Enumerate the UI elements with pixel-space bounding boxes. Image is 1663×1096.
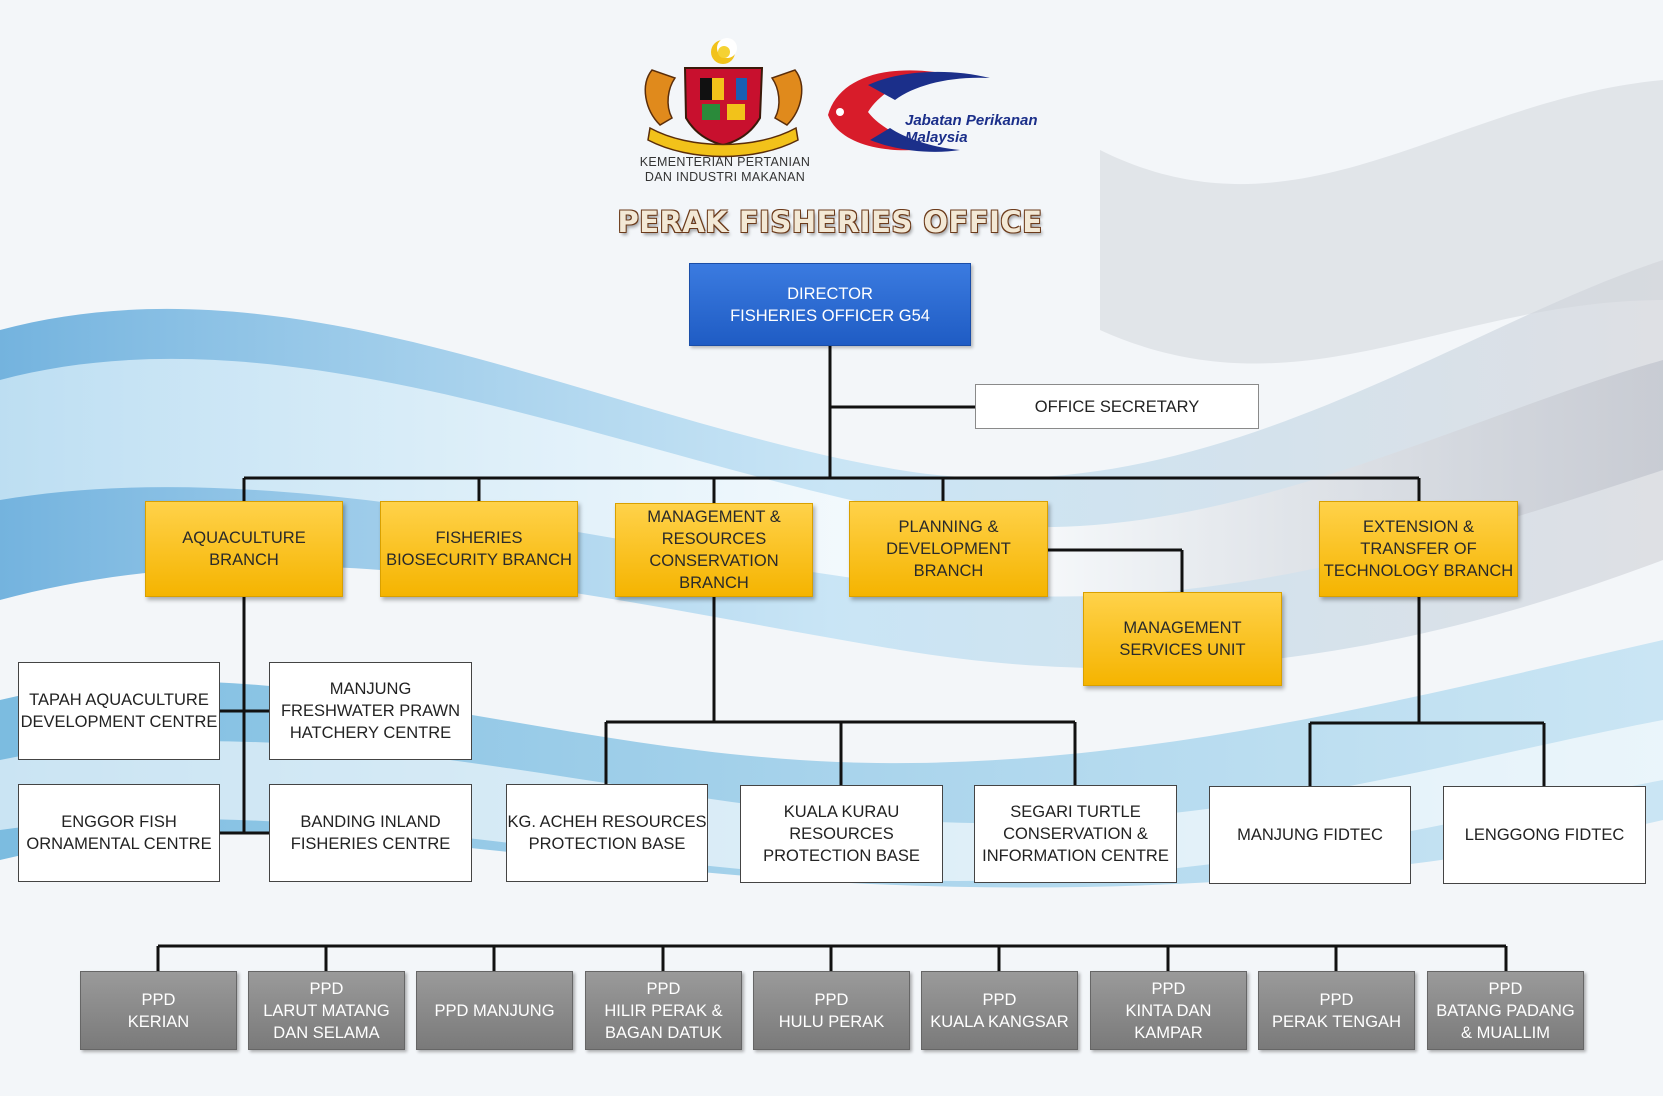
manjung-freshwater-prawn-hatchery: MANJUNG FRESHWATER PRAWN HATCHERY CENTRE <box>269 662 472 760</box>
lenggong-fidtec: LENGGONG FIDTEC <box>1443 786 1646 884</box>
director-box: DIRECTOR FISHERIES OFFICER G54 <box>689 263 971 346</box>
manjung-fidtec: MANJUNG FIDTEC <box>1209 786 1411 884</box>
office-secretary-box: OFFICE SECRETARY <box>975 384 1259 429</box>
tapah-aquaculture-centre: TAPAH AQUACULTURE DEVELOPMENT CENTRE <box>18 662 220 760</box>
malaysia-coat-of-arms-logo <box>644 38 803 158</box>
page-title: PERAK FISHERIES OFFICE <box>617 205 1043 239</box>
ppd-office: PPD KINTA DAN KAMPAR <box>1090 971 1247 1050</box>
enggor-fish-ornamental-centre: ENGGOR FISH ORNAMENTAL CENTRE <box>18 784 220 882</box>
jabatan-perikanan-fish-logo <box>828 70 990 152</box>
ppd-office: PPD HILIR PERAK & BAGAN DATUK <box>585 971 742 1050</box>
ministry-caption: KEMENTERIAN PERTANIAN DAN INDUSTRI MAKAN… <box>639 155 811 184</box>
kuala-kurau-resources-protection-base: KUALA KURAU RESOURCES PROTECTION BASE <box>740 785 943 883</box>
aquaculture-branch: AQUACULTURE BRANCH <box>145 501 343 597</box>
segari-turtle-conservation-centre: SEGARI TURTLE CONSERVATION & INFORMATION… <box>974 785 1177 883</box>
ppd-office: PPD MANJUNG <box>416 971 573 1050</box>
extension-transfer-technology-branch: EXTENSION & TRANSFER OF TECHNOLOGY BRANC… <box>1319 501 1518 597</box>
kg-acheh-resources-protection-base: KG. ACHEH RESOURCES PROTECTION BASE <box>506 784 708 882</box>
planning-development-branch: PLANNING & DEVELOPMENT BRANCH <box>849 501 1048 597</box>
ppd-office: PPD LARUT MATANG DAN SELAMA <box>248 971 405 1050</box>
department-logo-text: Jabatan Perikanan Malaysia <box>905 112 1038 146</box>
ppd-office: PPD KUALA KANGSAR <box>921 971 1078 1050</box>
fisheries-biosecurity-branch: FISHERIES BIOSECURITY BRANCH <box>380 501 578 597</box>
ppd-office: PPD HULU PERAK <box>753 971 910 1050</box>
management-services-unit: MANAGEMENT SERVICES UNIT <box>1083 592 1282 686</box>
header-logos <box>644 38 990 158</box>
ppd-office: PPD KERIAN <box>80 971 237 1050</box>
ppd-office: PPD BATANG PADANG & MUALLIM <box>1427 971 1584 1050</box>
management-resources-conservation-branch: MANAGEMENT & RESOURCES CONSERVATION BRAN… <box>615 503 813 597</box>
ppd-office: PPD PERAK TENGAH <box>1258 971 1415 1050</box>
banding-inland-fisheries-centre: BANDING INLAND FISHERIES CENTRE <box>269 784 472 882</box>
